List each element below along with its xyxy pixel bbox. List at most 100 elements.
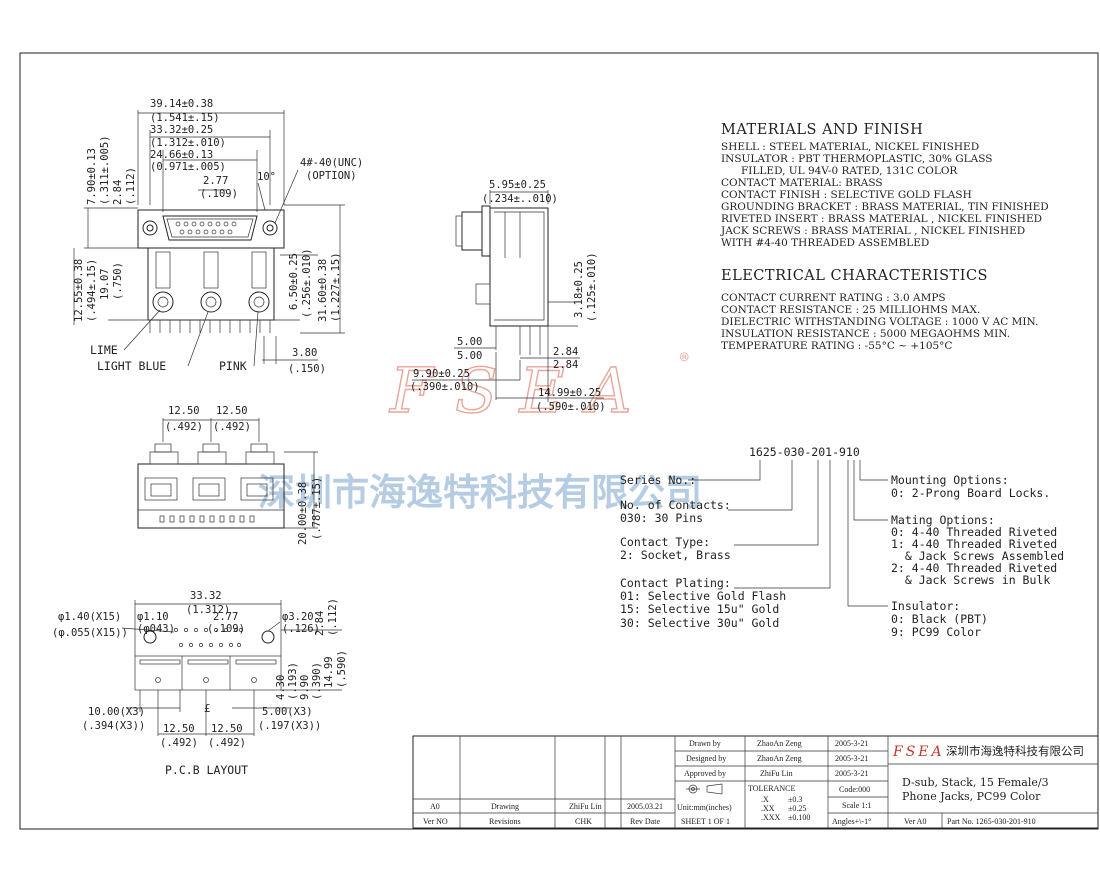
dim-total-height-in: (1.227±.15) <box>330 252 342 322</box>
tb-approved-label: Approved by <box>684 769 726 778</box>
dim-pcb-pitch-a: 12.50 <box>163 723 195 735</box>
top-view: 12.50 (.492) 12.50 (.492) 20.00±0.38 (.7… <box>137 405 323 545</box>
tb-designed-label: Designed by <box>686 754 726 763</box>
tb-tol-xxx: .XXX <box>761 813 781 822</box>
dim-2-84-b: 2.84 <box>553 359 578 371</box>
label-lime: LIME <box>90 343 118 357</box>
tb-part-no: Part No. 1265-030-201-910 <box>947 817 1036 826</box>
dim-19-07-in: (.750) <box>112 262 124 300</box>
dim-pcb-2-84-in: (.112) <box>327 598 339 636</box>
dim-top-pitch-b-in: (.492) <box>213 421 251 433</box>
dim-3-80: 3.80 <box>292 347 317 359</box>
pcb-layout-title: P.C.B LAYOUT <box>165 763 248 777</box>
code-mating: 2: 4-40 Threaded Riveted <box>891 561 1057 575</box>
dim-bottom-height-in: (.494±.15) <box>86 259 98 322</box>
tb-company: 深圳市海逸特科技有限公司 <box>946 744 1084 758</box>
dim-9-90: 9.90±0.25 <box>413 368 470 380</box>
dim-pcb-33-32-in: (1.312) <box>186 604 230 616</box>
side-body <box>489 207 549 327</box>
dim-top-pitch-a: 12.50 <box>168 405 200 417</box>
dim-2-84-a: 2.84 <box>553 346 578 358</box>
dim-5-00-b: 5.00 <box>457 350 482 362</box>
d-sub-shell <box>162 215 258 241</box>
phone-jack-lime <box>152 291 174 313</box>
materials-line: CONTACT MATERIAL: BRASS <box>721 177 883 189</box>
code-mating: Mating Options: <box>891 513 995 527</box>
front-body <box>147 247 275 321</box>
dim-overall-width-in: (1.541±.15) <box>150 112 220 124</box>
electrical-line: DIELECTRIC WITHSTANDING VOLTAGE : 1000 V… <box>721 316 1038 328</box>
code-plating: 01: Selective Gold Flash <box>620 589 786 603</box>
dim-pcb-pitch-a-in: (.492) <box>160 737 198 749</box>
dim-19-07: 19.07 <box>99 268 111 300</box>
electrical-line: INSULATION RESISTANCE : 5000 MEGAOHMS MI… <box>721 328 1010 340</box>
dim-top-pitch-b: 12.50 <box>216 405 248 417</box>
dim-shell-width-in: (0.971±.005) <box>150 161 226 173</box>
watermark-reg: ® <box>680 350 689 366</box>
code-mating: & Jack Screws in Bulk <box>891 573 1050 587</box>
pcb-pin-holes <box>174 628 243 647</box>
tb-units: Unit:mm(inches) <box>677 803 732 812</box>
tb-approved-date: 2005-3-21 <box>835 769 868 778</box>
tb-rev-date: 2005.03.21 <box>627 802 663 811</box>
tb-drawn-date: 2005-3-21 <box>835 739 868 748</box>
dim-14-99-in: (.590±.010) <box>536 401 606 413</box>
dim-top-pitch-a-in: (.492) <box>165 421 203 433</box>
front-board-pins <box>149 320 271 333</box>
dim-mount-width-in: (1.312±.010) <box>150 137 226 149</box>
tb-tolerance: TOLERANCE <box>748 784 796 793</box>
electrical-line: TEMPERATURE RATING : -55°C ~ +105°C <box>721 340 952 352</box>
code-plating: 15: Selective 15u" Gold <box>620 602 779 616</box>
part-code: 1625-030-201-910 Series No.: No. of Cont… <box>620 445 1064 639</box>
dim-top-height-in: (.311±.005) <box>99 135 111 205</box>
label-light-blue: LIGHT BLUE <box>97 359 166 373</box>
dim-pcb-4-30-in: (.193) <box>287 662 299 700</box>
top-jack-openings <box>144 477 274 501</box>
code-mounting: 0: 2-Prong Board Locks. <box>891 486 1050 500</box>
dim-top-height-in: (.787±.15) <box>311 477 323 540</box>
dim-top-height: 7.90±0.13 <box>86 148 98 205</box>
mount-hole-right <box>262 220 278 236</box>
code-series: Series No.: <box>620 473 696 487</box>
tb-tol-x-v: ±0.3 <box>788 795 802 804</box>
dim-hole-1-10: φ1.10 <box>137 611 169 623</box>
dim-2-84-in: (.112) <box>125 167 137 205</box>
code-insulator: 9: PC99 Color <box>891 625 981 639</box>
dim-pcb-9-90: 9.90 <box>299 675 311 700</box>
dim-top-height: 20.00±0.38 <box>297 482 309 545</box>
title-block: Drawn by ZhaoAn Zeng 2005-3-21 Designed … <box>412 735 1099 829</box>
dim-screw-option: (OPTION) <box>306 170 357 182</box>
code-mounting: Mounting Options: <box>891 473 1009 487</box>
dim-3-18-in: (.125±.010) <box>586 252 598 322</box>
dim-pcb-10-00: 10.00(X3) <box>88 706 145 718</box>
tb-desc-line: D-sub, Stack, 15 Female/3 <box>902 776 1049 789</box>
tb-logo: FSEA <box>892 744 945 760</box>
dim-pcb-4-30: 4.30 <box>275 675 287 700</box>
specs: MATERIALS AND FINISH SHELL : STEEL MATER… <box>720 122 1049 352</box>
dim-6-50-in: (.256±.010) <box>301 248 313 318</box>
dim-total-height: 31.60±0.38 <box>317 259 329 322</box>
dim-bottom-height: 12.55±0.38 <box>73 259 85 322</box>
dim-screw: 4#-40(UNC) <box>300 157 363 169</box>
dim-pcb-5-00: 5.00(X3) <box>262 706 313 718</box>
pcb-layout: 33.32 (1.312) φ1.40(X15) (φ.055(X15)) φ1… <box>52 590 348 777</box>
materials-line: RIVETED INSERT : BRASS MATERIAL , NICKEL… <box>721 213 1042 225</box>
top-pin-row <box>159 515 255 523</box>
watermark-logo: FSEA <box>389 354 654 427</box>
tb-rev-name: ZhiFu Lin <box>569 802 602 811</box>
dim-pcb-pitch-in: (.109) <box>207 623 245 635</box>
mount-hole-left <box>142 220 158 236</box>
side-view: 5.95±0.25 (.234±..010) 3.18±0.25 (.125±.… <box>410 179 606 413</box>
tb-h-ver: Ver NO <box>423 817 448 826</box>
dim-2-84: 2.84 <box>112 180 124 205</box>
dim-hole-3-20-in: (.126) <box>282 623 320 635</box>
code-insulator: Insulator: <box>891 599 960 613</box>
dim-hole-1-40-in: (φ.055(X15)) <box>52 627 128 639</box>
dim-side-width: 5.95±0.25 <box>489 179 546 191</box>
tb-desc-line: Phone Jacks, PC99 Color <box>902 790 1041 803</box>
pcb-mount-hole-left <box>143 630 157 644</box>
code-mating: & Jack Screws Assembled <box>891 549 1064 563</box>
tb-drawn-label: Drawn by <box>689 739 721 748</box>
dim-angle: 10° <box>257 171 276 183</box>
